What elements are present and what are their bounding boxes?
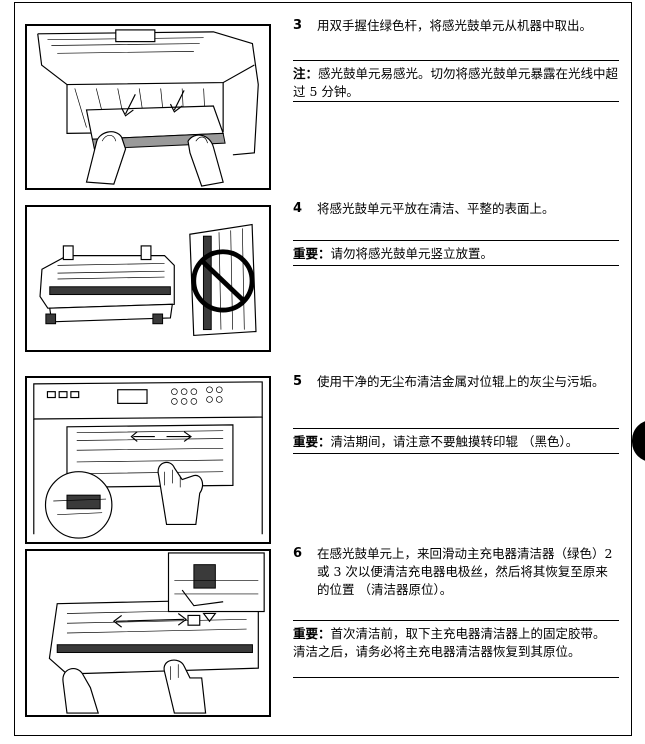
note-label: 注： <box>293 66 319 81</box>
important-box: 重要：清洁期间，请注意不要触摸转印辊 （黑色）。 <box>293 428 619 454</box>
step-4: 4 将感光鼓单元平放在清洁、平整的表面上。 <box>293 200 618 218</box>
note-text: 感光鼓单元易感光。切勿将感光鼓单元暴露在光线中超过 5 分钟。 <box>293 66 619 99</box>
chapter-tab <box>632 420 645 462</box>
step-6: 6 在感光鼓单元上，来回滑动主充电器清洁器（绿色）2 或 3 次以便清洁充电器电… <box>293 545 618 599</box>
step-5: 5 使用干净的无尘布清洁金属对位辊上的灰尘与污垢。 <box>293 373 618 391</box>
step-text: 使用干净的无尘布清洁金属对位辊上的灰尘与污垢。 <box>317 374 605 389</box>
important-box: 重要：首次清洁前，取下主充电器清洁器上的固定胶带。 清洁之后，请务必将主充电器清… <box>293 620 619 678</box>
roller-cleaning-drawing <box>33 381 263 539</box>
drum-flat-illustration <box>25 205 271 352</box>
step-text: 在感光鼓单元上，来回滑动主充电器清洁器（绿色）2 或 3 次以便清洁充电器电极丝… <box>317 546 613 597</box>
step-text: 用双手握住绿色杆，将感光鼓单元从机器中取出。 <box>317 18 593 33</box>
important-label: 重要： <box>293 626 331 641</box>
important-label: 重要： <box>293 246 331 261</box>
charger-cleaner-illustration <box>25 549 271 717</box>
step-number: 3 <box>293 18 303 33</box>
important-text: 清洁期间，请注意不要触摸转印辊 （黑色）。 <box>330 434 579 449</box>
step-text: 将感光鼓单元平放在清洁、平整的表面上。 <box>317 201 555 216</box>
step-number: 5 <box>293 374 303 389</box>
page-frame <box>14 2 632 736</box>
note-box: 注：感光鼓单元易感光。切勿将感光鼓单元暴露在光线中超过 5 分钟。 <box>293 60 619 102</box>
important-box: 重要：请勿将感光鼓单元竖立放置。 <box>293 240 619 266</box>
important-label: 重要： <box>293 434 331 449</box>
printer-drum-removal-drawing <box>37 29 259 187</box>
clean-roller-illustration <box>25 376 271 544</box>
charger-cleaning-drawing <box>48 552 265 714</box>
step-number: 4 <box>293 201 303 216</box>
important-text: 首次清洁前，取下主充电器清洁器上的固定胶带。 <box>330 626 606 641</box>
remove-drum-illustration <box>25 24 271 190</box>
step-number: 6 <box>293 546 303 561</box>
important-text: 请勿将感光鼓单元竖立放置。 <box>330 246 494 261</box>
drum-orientation-drawing <box>39 223 257 337</box>
step-3: 3 用双手握住绿色杆，将感光鼓单元从机器中取出。 <box>293 17 618 35</box>
important-text-2: 清洁之后，请务必将主充电器清洁器恢复到其原位。 <box>293 644 581 659</box>
